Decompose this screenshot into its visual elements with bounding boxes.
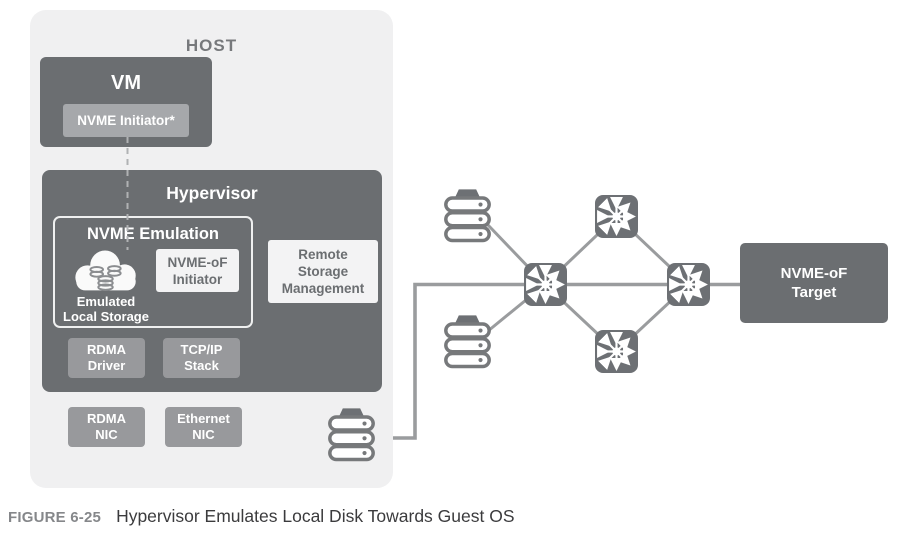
host-title: HOST	[185, 36, 238, 55]
remote-storage-management-chip: Remote Storage Management	[268, 240, 378, 303]
figure-caption-title: Hypervisor Emulates Local Disk Towards G…	[116, 506, 515, 526]
hypervisor-title: Hypervisor	[166, 183, 258, 203]
hypervisor-box: Hypervisor NVME Emulation Emulated Local…	[42, 170, 382, 392]
server-stack-icon	[441, 311, 494, 370]
server-stack-icon	[441, 185, 494, 244]
cloud-storage-icon	[68, 244, 144, 296]
figure-caption: FIGURE 6-25 Hypervisor Emulates Local Di…	[8, 506, 515, 527]
tcpip-stack-chip: TCP/IP Stack	[163, 338, 240, 378]
switch-icon	[667, 263, 710, 306]
nvme-emulation-title: NVME Emulation	[86, 225, 219, 243]
rdma-driver-chip: RDMA Driver	[68, 338, 145, 378]
nvme-initiator-chip: NVME Initiator*	[63, 104, 189, 137]
figure-caption-label: FIGURE 6-25	[8, 509, 102, 526]
nvme-of-initiator-chip: NVME-oF Initiator	[156, 249, 239, 292]
switch-icon	[595, 330, 638, 373]
rdma-nic-chip: RDMA NIC	[68, 407, 145, 447]
emulated-local-storage-label: Emulated Local Storage	[63, 294, 149, 324]
switch-icon	[524, 263, 567, 306]
host-panel: HOST VM NVME Initiator* Hypervisor NVME …	[30, 10, 393, 488]
nvme-of-target-box: NVME-oF Target	[740, 243, 888, 323]
nvme-emulation-box: NVME Emulation Emulated Local Storage NV…	[53, 216, 253, 328]
ethernet-nic-chip: Ethernet NIC	[165, 407, 242, 447]
vm-title: VM	[111, 72, 141, 94]
vm-box: VM NVME Initiator*	[40, 57, 212, 147]
switch-icon	[595, 195, 638, 238]
server-stack-icon	[325, 404, 378, 463]
